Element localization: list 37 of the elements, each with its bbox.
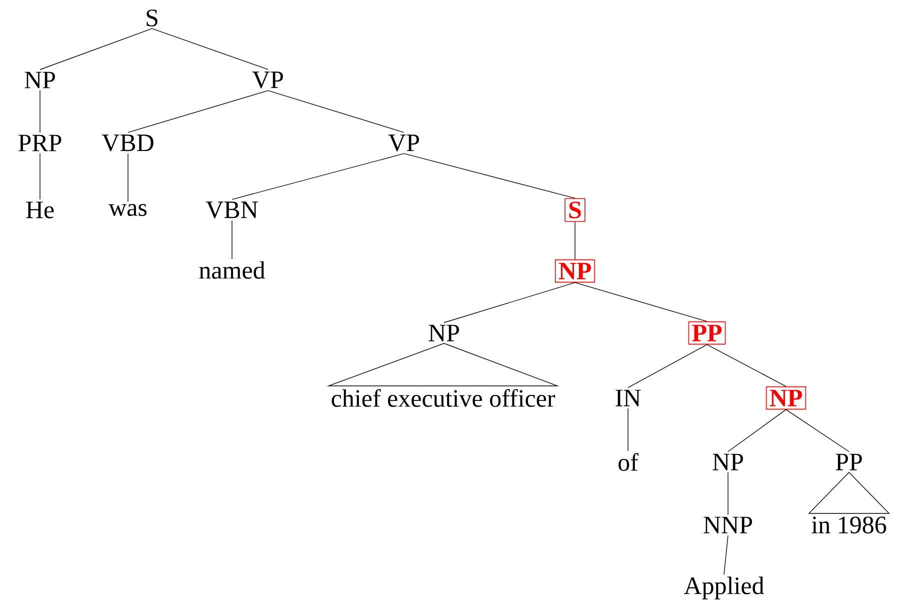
- branch-line: [404, 153, 576, 199]
- branch-line: [268, 90, 404, 133]
- category-box: PP: [688, 321, 726, 345]
- branch-line: [786, 409, 850, 452]
- tree-label: NP: [24, 72, 55, 88]
- branch-line: [574, 282, 708, 322]
- tree-label: VP: [388, 134, 419, 152]
- category-box: S: [564, 198, 586, 222]
- tree-label: PP: [836, 454, 862, 470]
- branch-line: [40, 28, 152, 70]
- tree-label: NNP: [704, 516, 752, 534]
- tree-label: NP: [712, 454, 743, 470]
- tree-label: VP: [252, 72, 283, 88]
- branch-line: [152, 28, 268, 70]
- tree-label: named: [199, 261, 266, 279]
- branch-line: [232, 153, 404, 200]
- tree-label: NP: [428, 324, 459, 342]
- tree-label: VBD: [102, 134, 154, 152]
- tree-label: IN: [616, 390, 641, 406]
- category-box: NP: [554, 259, 596, 283]
- tree-label: in 1986: [812, 516, 886, 534]
- category-box: NP: [766, 386, 806, 410]
- branch-line: [706, 344, 786, 387]
- tree-label: Applied: [684, 576, 764, 600]
- branch-line: [724, 535, 728, 575]
- tree-label: chief executive officer: [332, 389, 556, 407]
- tree-label: PRP: [18, 134, 62, 152]
- branch-line: [628, 344, 708, 388]
- branch-line: [728, 409, 786, 452]
- tree-label: of: [618, 453, 638, 471]
- branch-line: [128, 90, 268, 133]
- tree-label: VBN: [206, 202, 258, 218]
- tree-label: He: [26, 202, 54, 218]
- tree-label: was: [108, 204, 147, 216]
- branch-line: [444, 282, 576, 323]
- tree-label: S: [146, 10, 158, 26]
- branch-line: [574, 221, 576, 260]
